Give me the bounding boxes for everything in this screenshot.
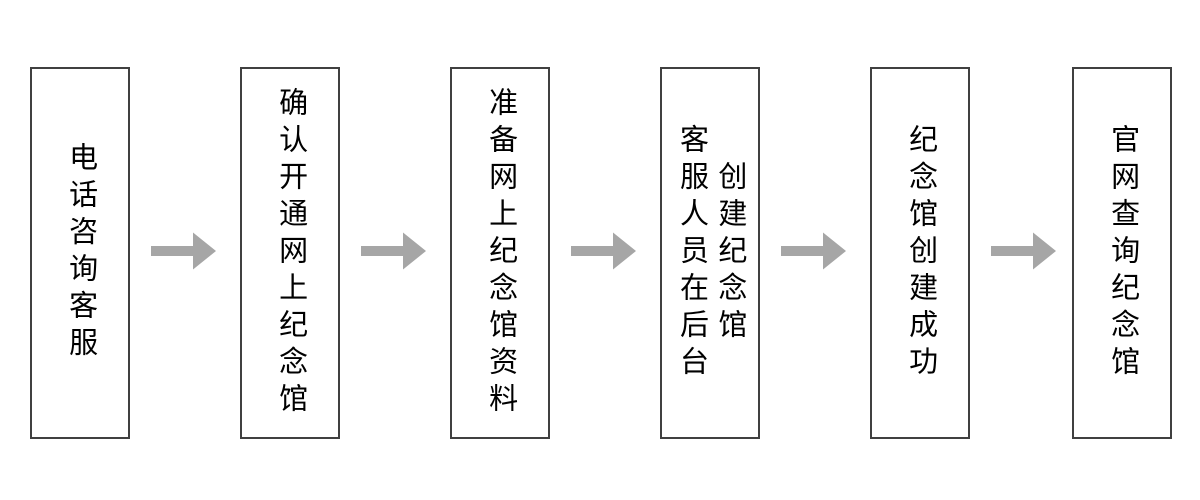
- flow-step-2-text: 确认开通网上纪念馆: [274, 86, 307, 420]
- flow-step-5: 纪念馆创建成功: [870, 67, 970, 439]
- flow-step-4-text-line-2: 创建纪念馆: [713, 160, 746, 346]
- flow-step-3-text: 准备网上纪念馆资料: [484, 86, 517, 420]
- flow-arrow-3-right-icon: [571, 232, 636, 270]
- flow-arrow-5-right-icon: [991, 232, 1056, 270]
- flow-arrow-1-right-icon: [151, 232, 216, 270]
- flow-step-3: 准备网上纪念馆资料: [450, 67, 550, 439]
- flow-step-1-text: 电话咨询客服: [64, 142, 97, 364]
- flow-step-6-text: 官网查询纪念馆: [1106, 123, 1139, 383]
- flow-arrow-2-right-icon: [361, 232, 426, 270]
- flow-step-2: 确认开通网上纪念馆: [240, 67, 340, 439]
- flow-step-1: 电话咨询客服: [30, 67, 130, 439]
- flow-step-5-text: 纪念馆创建成功: [904, 123, 937, 383]
- flow-step-4-text-line-1: 客服人员在后台: [675, 123, 708, 383]
- flow-arrow-4-right-icon: [781, 232, 846, 270]
- flow-step-6: 官网查询纪念馆: [1072, 67, 1172, 439]
- flow-step-4: 客服人员在后台 创建纪念馆: [660, 67, 760, 439]
